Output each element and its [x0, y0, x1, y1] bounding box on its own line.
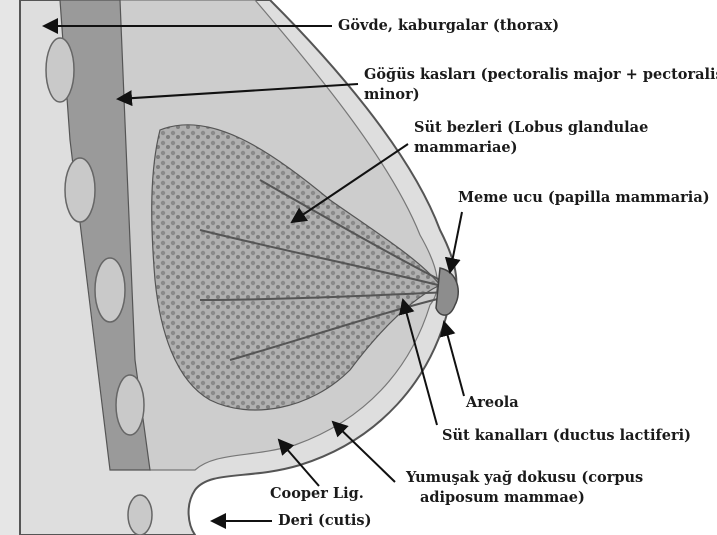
label-pectoral-line2: minor)	[364, 86, 420, 104]
label-pectoral-line1: Göğüs kasları (pectoralis major + pector…	[364, 66, 717, 84]
label-cooper: Cooper Lig.	[270, 485, 364, 503]
label-thorax: Gövde, kaburgalar (thorax)	[338, 17, 559, 35]
label-lobus-line1: Süt bezleri (Lobus glandulae	[414, 119, 648, 137]
label-lobus-line2: mammariae)	[414, 139, 517, 157]
leader-areola	[444, 322, 464, 396]
label-adipose-line1: Yumuşak yağ dokusu (corpus	[406, 469, 643, 487]
leader-papilla	[450, 212, 462, 272]
label-adipose-line2: adiposum mammae)	[420, 489, 585, 507]
label-areola: Areola	[466, 394, 519, 412]
label-ductus: Süt kanalları (ductus lactiferi)	[442, 427, 691, 445]
label-papilla: Meme ucu (papilla mammaria)	[458, 189, 710, 207]
label-cutis: Deri (cutis)	[278, 512, 371, 530]
